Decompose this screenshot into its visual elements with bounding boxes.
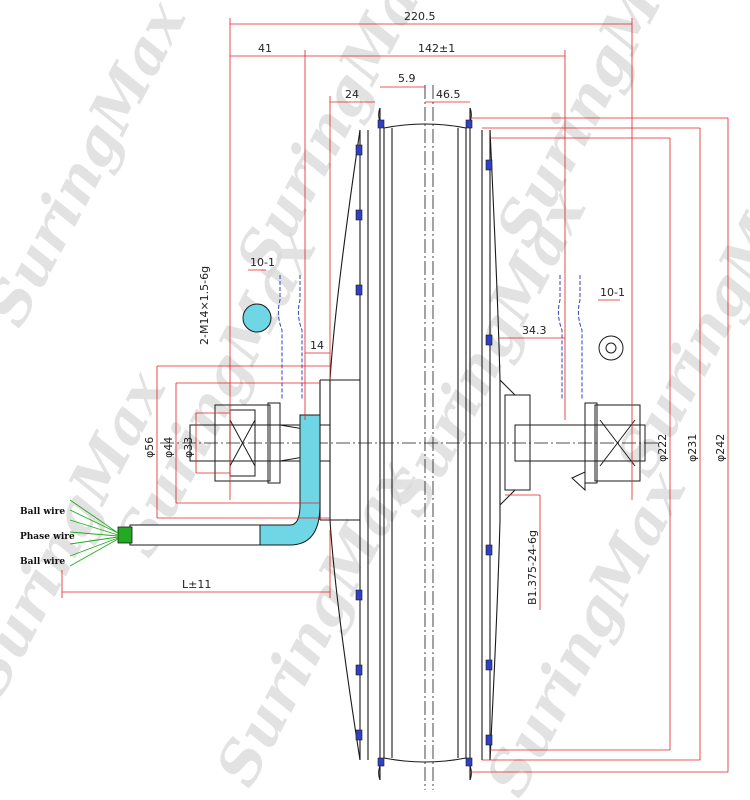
dim-thread-left: 2-M14×1.5-6g [198,266,211,345]
dim-shoulder: 14 [310,339,324,352]
hall-wire-label-top: Ball wire [20,507,65,517]
watermark-1: SuringMax [0,0,200,337]
dim-hub-offset: 24 [345,88,359,101]
dim-diameter-44: φ44 [162,437,175,458]
dim-half-width: 46.5 [436,88,461,101]
dim-axle-width: 142±1 [418,42,455,55]
dim-center-offset: 5.9 [398,72,416,85]
cable-end [117,526,133,544]
hall-wire-label-bottom: Ball wire [20,557,65,567]
wire-labels: Ball wire Phase wire Ball wire [20,507,75,567]
watermark-9: SuringMax [472,459,700,800]
dim-left-offset: 41 [258,42,272,55]
dim-diameter-231: φ231 [686,434,699,462]
dim-right-axle: 34.3 [522,324,547,337]
dim-cable-length: L±11 [182,578,211,591]
dim-diameter-242: φ242 [714,434,727,462]
left-axle [189,402,331,484]
dim-diameter-33: φ33 [182,437,195,458]
flat-circles [242,303,624,361]
flat-details [277,275,583,400]
cable-sleeve [254,414,321,546]
dimension-lines [61,18,729,773]
dim-flat-left: 10-1 [250,256,275,269]
cable [117,414,321,546]
spoke-holes [355,119,493,767]
dim-flat-right: 10-1 [600,286,625,299]
cable-body [129,524,261,546]
dim-diameter-56: φ56 [143,437,156,458]
phase-wire-label: Phase wire [20,532,75,542]
dimension-labels: 220.5 41 142±1 24 5.9 46.5 10-1 10-1 14 … [143,10,727,605]
dim-freewheel-thread: B1.375-24-6g [526,530,539,605]
dim-diameter-222: φ222 [656,434,669,462]
rim [319,107,516,781]
left-flat-circle [242,303,272,333]
right-axle [504,394,646,492]
dim-overall-width: 220.5 [404,10,436,23]
center-axes [160,85,660,790]
wire-fan [69,499,119,567]
